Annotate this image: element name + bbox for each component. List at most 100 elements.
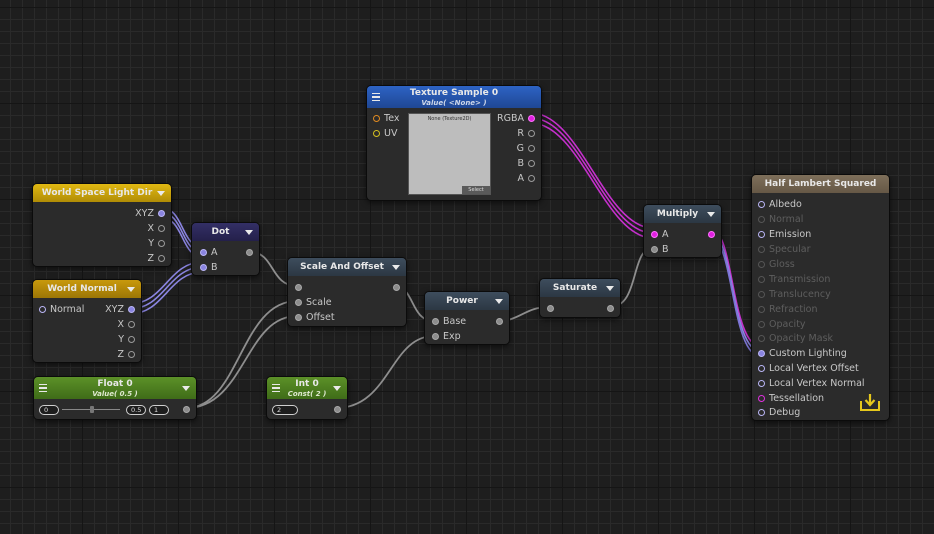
chevron-down-icon[interactable]	[157, 191, 165, 196]
normal-label: Normal	[769, 214, 804, 225]
dot-a-port[interactable]	[200, 249, 207, 256]
node-menu-icon[interactable]	[272, 384, 280, 392]
normal-x-label: X	[117, 319, 124, 330]
scale-offset-output-port[interactable]	[393, 284, 400, 291]
output-node[interactable]: Half Lambert Squared Albedo Normal Emiss…	[751, 174, 890, 421]
g-output-port[interactable]	[528, 145, 535, 152]
chevron-down-icon[interactable]	[707, 212, 715, 217]
master-node-download-icon[interactable]	[859, 393, 881, 412]
b-output-port[interactable]	[528, 160, 535, 167]
normal-xyz-port[interactable]	[128, 306, 135, 313]
exp-port[interactable]	[432, 333, 439, 340]
r-output-port[interactable]	[528, 130, 535, 137]
light-xyz-port[interactable]	[158, 210, 165, 217]
int0-subtitle: Const( 2 )	[287, 390, 327, 399]
light-z-label: Z	[147, 253, 154, 264]
float0-min-field[interactable]: 0	[39, 405, 59, 415]
dot-header[interactable]: Dot	[192, 223, 259, 241]
translucency-label: Translucency	[769, 289, 831, 300]
gloss-port[interactable]	[758, 261, 765, 268]
int0-header[interactable]: Int 0 Const( 2 )	[267, 377, 347, 399]
int0-output-port[interactable]	[334, 406, 341, 413]
normal-x-port[interactable]	[128, 321, 135, 328]
float0-node[interactable]: Float 0 Value( 0.5 ) 0 0.5 1	[33, 376, 197, 420]
float0-output-port[interactable]	[183, 406, 190, 413]
saturate-node[interactable]: Saturate	[539, 278, 621, 318]
opacity-port[interactable]	[758, 321, 765, 328]
world-normal-node[interactable]: World Normal Normal XYZ X Y Z	[32, 279, 142, 363]
texture-select-button[interactable]: Select	[462, 186, 490, 194]
uv-input-port[interactable]	[373, 130, 380, 137]
normal-input-port[interactable]	[39, 306, 46, 313]
power-output-port[interactable]	[496, 318, 503, 325]
multiply-a-port[interactable]	[651, 231, 658, 238]
chevron-down-icon[interactable]	[127, 287, 135, 292]
transmission-port[interactable]	[758, 276, 765, 283]
light-y-port[interactable]	[158, 240, 165, 247]
specular-port[interactable]	[758, 246, 765, 253]
saturate-header[interactable]: Saturate	[540, 279, 620, 297]
saturate-output-port[interactable]	[607, 305, 614, 312]
texture-preview-slot[interactable]: None (Texture2D) Select	[408, 113, 491, 195]
float0-slider-thumb[interactable]	[90, 406, 94, 413]
dot-node[interactable]: Dot A B	[191, 222, 260, 276]
specular-label: Specular	[769, 244, 811, 255]
world-light-dir-header[interactable]: World Space Light Dir	[33, 184, 171, 202]
local-vertex-normal-port[interactable]	[758, 380, 765, 387]
float0-max-field[interactable]: 1	[149, 405, 169, 415]
transmission-label: Transmission	[769, 274, 831, 285]
int0-title: Int 0	[295, 379, 319, 389]
normal-z-port[interactable]	[128, 351, 135, 358]
base-port[interactable]	[432, 318, 439, 325]
int0-node[interactable]: Int 0 Const( 2 ) 2	[266, 376, 348, 420]
scale-port[interactable]	[295, 299, 302, 306]
multiply-node[interactable]: Multiply A B	[643, 204, 722, 258]
multiply-header[interactable]: Multiply	[644, 205, 721, 223]
texture-sample-header[interactable]: Texture Sample 0 Value( <None> )	[367, 86, 541, 108]
refraction-port[interactable]	[758, 306, 765, 313]
debug-port[interactable]	[758, 409, 765, 416]
custom-lighting-port[interactable]	[758, 350, 765, 357]
texture-sample-node[interactable]: Texture Sample 0 Value( <None> ) Tex UV …	[366, 85, 542, 201]
translucency-port[interactable]	[758, 291, 765, 298]
float0-value-field[interactable]: 0.5	[126, 405, 146, 415]
power-node[interactable]: Power Base Exp	[424, 291, 510, 345]
multiply-b-port[interactable]	[651, 246, 658, 253]
float0-header[interactable]: Float 0 Value( 0.5 )	[34, 377, 196, 399]
dot-b-port[interactable]	[200, 264, 207, 271]
world-normal-header[interactable]: World Normal	[33, 280, 141, 298]
dot-output-port[interactable]	[246, 249, 253, 256]
emission-port[interactable]	[758, 231, 765, 238]
tex-input-port[interactable]	[373, 115, 380, 122]
normal-port[interactable]	[758, 216, 765, 223]
chevron-down-icon[interactable]	[606, 286, 614, 291]
scale-offset-node[interactable]: Scale And Offset Scale Offset	[287, 257, 407, 327]
a-output-port[interactable]	[528, 175, 535, 182]
offset-port[interactable]	[295, 314, 302, 321]
multiply-output-port[interactable]	[708, 231, 715, 238]
chevron-down-icon[interactable]	[392, 265, 400, 270]
opacity-mask-port[interactable]	[758, 335, 765, 342]
texture-preview-text: None (Texture2D)	[427, 116, 472, 122]
output-header[interactable]: Half Lambert Squared	[752, 175, 889, 193]
local-vertex-offset-port[interactable]	[758, 365, 765, 372]
rgba-output-port[interactable]	[528, 115, 535, 122]
chevron-down-icon[interactable]	[333, 386, 341, 391]
chevron-down-icon[interactable]	[245, 230, 253, 235]
light-z-port[interactable]	[158, 255, 165, 262]
saturate-input-port[interactable]	[547, 305, 554, 312]
scale-offset-header[interactable]: Scale And Offset	[288, 258, 406, 276]
world-light-dir-node[interactable]: World Space Light Dir XYZ X Y Z	[32, 183, 172, 267]
light-x-port[interactable]	[158, 225, 165, 232]
power-header[interactable]: Power	[425, 292, 509, 310]
node-menu-icon[interactable]	[39, 384, 47, 392]
normal-y-port[interactable]	[128, 336, 135, 343]
chevron-down-icon[interactable]	[182, 386, 190, 391]
node-menu-icon[interactable]	[372, 93, 380, 101]
int0-value-field[interactable]: 2	[272, 405, 298, 415]
albedo-port[interactable]	[758, 201, 765, 208]
tessellation-port[interactable]	[758, 395, 765, 402]
rgba-output-label: RGBA	[497, 113, 524, 124]
chevron-down-icon[interactable]	[495, 299, 503, 304]
scale-offset-value-port[interactable]	[295, 284, 302, 291]
